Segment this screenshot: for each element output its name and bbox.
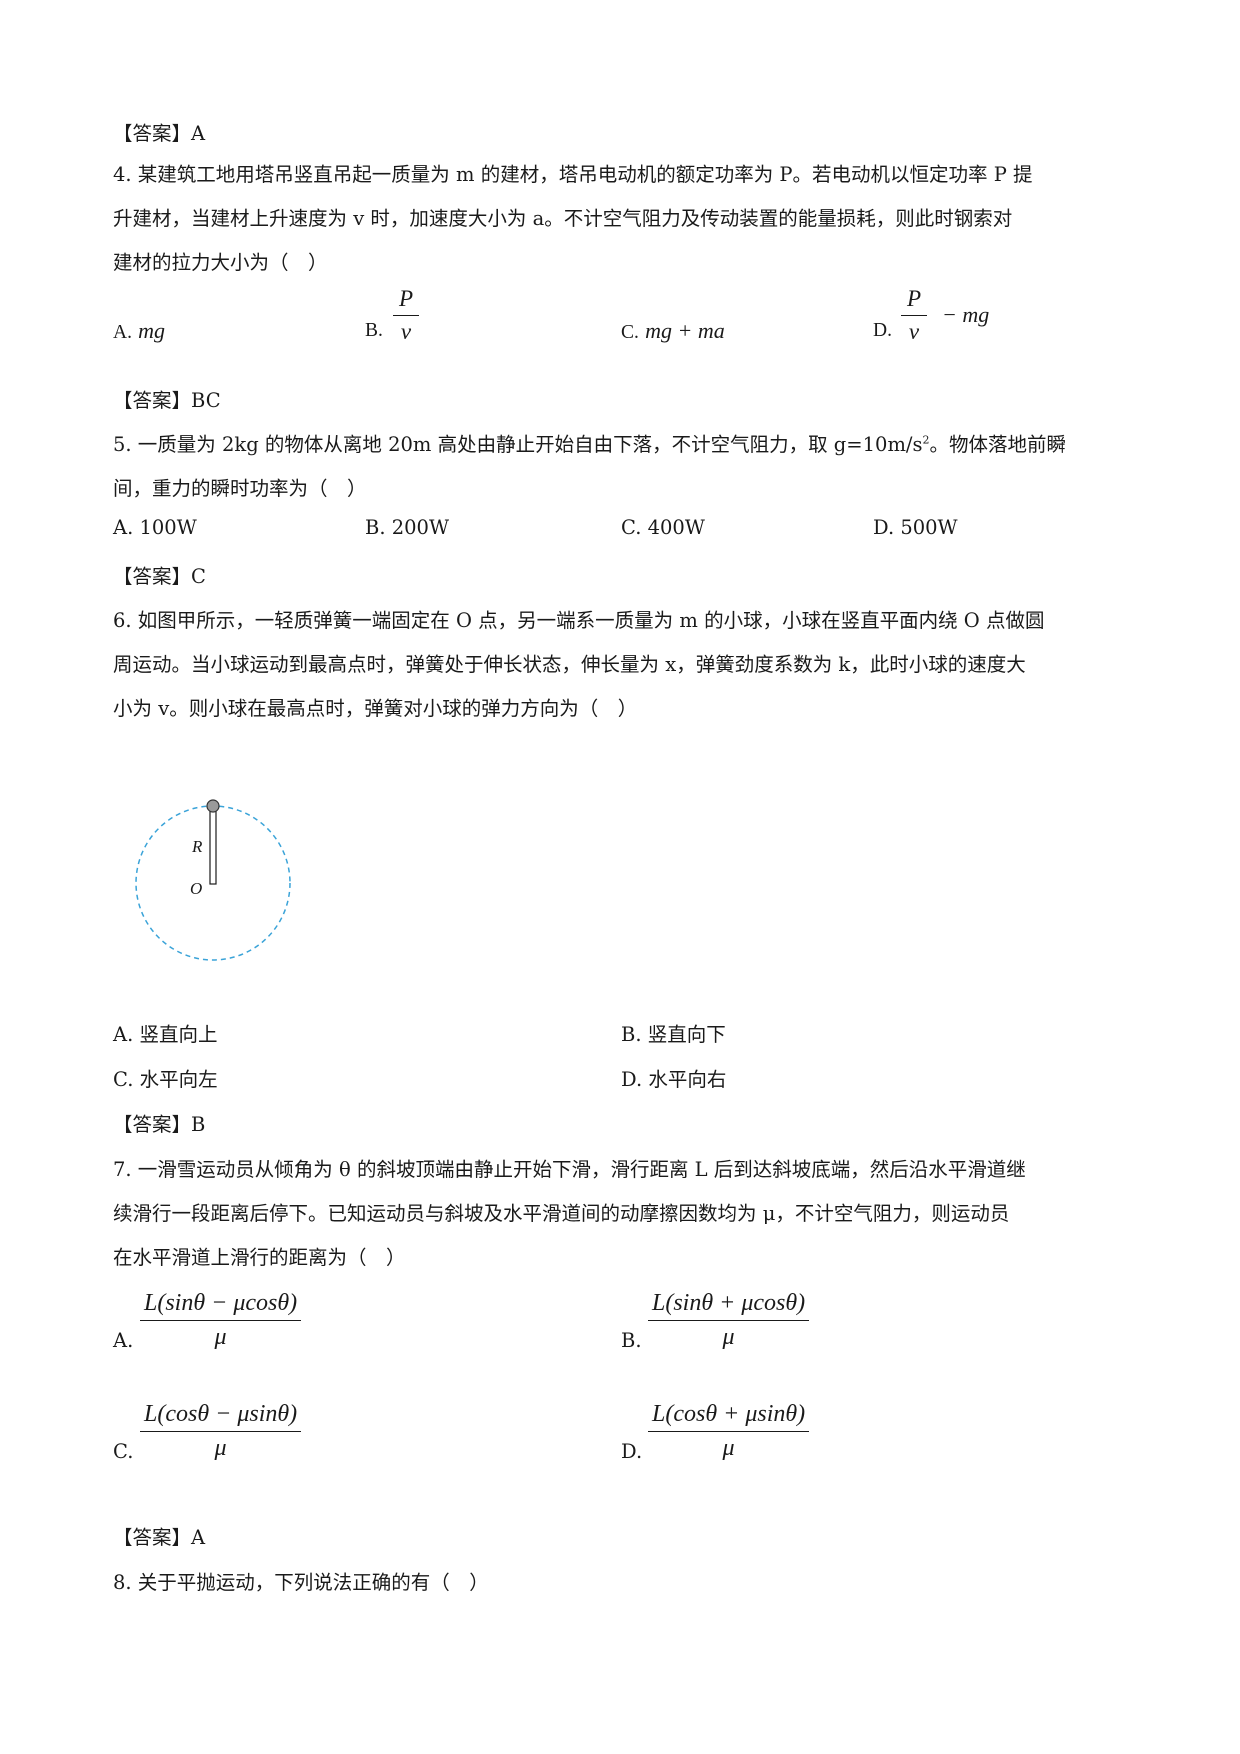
q5-text-line1b: 。物体落地前瞬 — [929, 433, 1067, 456]
answer-q5: 【答案】C — [113, 565, 206, 588]
fraction-bar — [140, 1320, 302, 1321]
q7-option-b-label: B. — [621, 1329, 642, 1352]
q7-option-b-denominator: μ — [722, 1324, 735, 1350]
q4-option-d-label: D. — [873, 320, 892, 341]
q7-option-c-denominator: μ — [214, 1435, 227, 1461]
q5-option-b: B. 200W — [365, 516, 449, 539]
fraction-bar — [648, 1320, 810, 1321]
q4-option-c-expr: mg + ma — [645, 318, 725, 343]
q4-option-c: C. mg + ma — [621, 318, 725, 344]
q7-option-a-label: A. — [113, 1329, 134, 1352]
answer-q3: 【答案】A — [113, 122, 206, 145]
q8-text-line1: 8. 关于平抛运动，下列说法正确的有（ ） — [113, 1571, 489, 1594]
q4-option-c-label: C. — [621, 322, 639, 343]
q6-option-b: B. 竖直向下 — [621, 1023, 726, 1046]
q5-text-line2: 间，重力的瞬时功率为（ ） — [113, 477, 367, 500]
q5-superscript: 2 — [922, 433, 930, 447]
q5-option-a: A. 100W — [113, 516, 197, 539]
q7-option-b-numerator: L(sinθ + μcosθ) — [652, 1290, 806, 1316]
answer-q7: 【答案】A — [113, 1526, 206, 1549]
q4-text-line2: 升建材，当建材上升速度为 v 时，加速度大小为 a。不计空气阻力及传动装置的能量… — [113, 207, 1013, 230]
q4-option-d-denominator: v — [908, 319, 920, 344]
q4-option-d-fraction: P v — [901, 286, 928, 345]
q4-option-d-label-wrap: D. — [873, 318, 892, 342]
q4-option-b-fraction: P v — [393, 286, 420, 345]
q7-option-b-fraction: L(sinθ + μcosθ) μ — [648, 1290, 810, 1351]
q7-option-d-numerator: L(cosθ + μsinθ) — [652, 1401, 806, 1427]
q5-text-line1: 5. 一质量为 2kg 的物体从离地 20m 高处由静止开始自由下落，不计空气阻… — [113, 428, 1066, 457]
q4-text-line1: 4. 某建筑工地用塔吊竖直吊起一质量为 m 的建材，塔吊电动机的额定功率为 P。… — [113, 163, 1033, 186]
q4-option-a-expr: mg — [138, 318, 166, 343]
q6-text-line2: 周运动。当小球运动到最高点时，弹簧处于伸长状态，伸长量为 x，弹簧劲度系数为 k… — [113, 653, 1026, 676]
q7-option-c-numerator: L(cosθ − μsinθ) — [144, 1401, 298, 1427]
q4-text-line3: 建材的拉力大小为（ ） — [113, 251, 328, 274]
q7-text-line1: 7. 一滑雪运动员从倾角为 θ 的斜坡顶端由静止开始下滑，滑行距离 L 后到达斜… — [113, 1158, 1026, 1181]
fraction-bar — [901, 315, 928, 316]
q4-option-b-denominator: v — [400, 319, 412, 344]
answer-q4: 【答案】BC — [113, 389, 221, 412]
q7-option-d-label: D. — [621, 1440, 643, 1463]
fraction-bar — [648, 1431, 810, 1432]
q7-option-c-fraction: L(cosθ − μsinθ) μ — [140, 1401, 302, 1462]
figure-label-o: O — [190, 879, 202, 898]
q4-option-b-numerator: P — [399, 286, 414, 311]
answer-q6: 【答案】B — [113, 1113, 206, 1136]
q4-option-a-label: A. — [113, 322, 132, 343]
fraction-bar — [140, 1431, 302, 1432]
q6-text-line3: 小为 v。则小球在最高点时，弹簧对小球的弹力方向为（ ） — [113, 697, 638, 720]
q7-option-d-denominator: μ — [722, 1435, 735, 1461]
q7-text-line2: 续滑行一段距离后停下。已知运动员与斜坡及水平滑道间的动摩擦因数均为 μ，不计空气… — [113, 1202, 1010, 1225]
q5-text-line1a: 5. 一质量为 2kg 的物体从离地 20m 高处由静止开始自由下落，不计空气阻… — [113, 433, 923, 456]
figure-label-r: R — [191, 837, 203, 856]
q7-option-d-fraction: L(cosθ + μsinθ) μ — [648, 1401, 810, 1462]
q6-option-a: A. 竖直向上 — [113, 1023, 218, 1046]
ball — [206, 799, 220, 813]
q4-option-a: A. mg — [113, 318, 165, 344]
spring-rod — [209, 805, 217, 885]
q7-text-line3: 在水平滑道上滑行的距离为（ ） — [113, 1246, 406, 1269]
q6-text-line1: 6. 如图甲所示，一轻质弹簧一端固定在 O 点，另一端系一质量为 m 的小球，小… — [113, 609, 1045, 632]
q4-option-b-label: B. — [365, 320, 383, 341]
q5-option-d: D. 500W — [873, 516, 958, 539]
q4-option-d-tail: − mg — [942, 302, 990, 327]
q5-option-c: C. 400W — [621, 516, 705, 539]
q6-figure: R O — [135, 799, 291, 961]
q7-option-a-fraction: L(sinθ − μcosθ) μ — [140, 1290, 302, 1351]
q6-option-c: C. 水平向左 — [113, 1068, 218, 1091]
q4-option-b-label-wrap: B. — [365, 318, 383, 342]
q7-option-c-label: C. — [113, 1440, 134, 1463]
q6-option-d: D. 水平向右 — [621, 1068, 727, 1091]
q4-option-d-numerator: P — [907, 286, 922, 311]
fraction-bar — [393, 315, 420, 316]
q7-option-a-denominator: μ — [214, 1324, 227, 1350]
q7-option-a-numerator: L(sinθ − μcosθ) — [144, 1290, 298, 1316]
